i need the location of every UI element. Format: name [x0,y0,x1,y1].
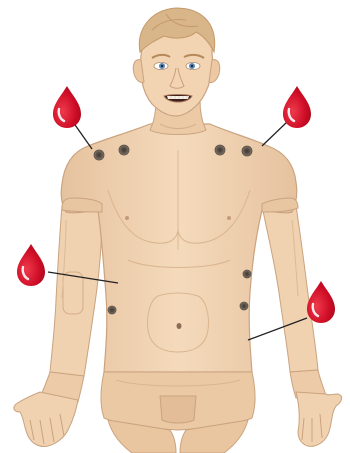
manikin-body [14,8,342,453]
blood-drop-icon [17,244,45,286]
port-right-shoulder [242,146,252,156]
left-nipple [125,216,129,220]
right-upper-arm [262,206,318,372]
port-right-side-upper [243,270,251,278]
left-hand [14,392,78,447]
port-left-clavicle [119,145,129,155]
right-nipple [227,216,231,220]
blood-drop-icon [53,86,81,128]
left-upper-arm [50,206,102,376]
right-hand [296,392,342,446]
leader-line-right-shoulder [262,122,287,146]
port-right-side-lower [240,302,248,310]
left-shoulder-joint [62,198,102,212]
right-eye [186,62,200,69]
port-left-shoulder [94,150,104,160]
blood-drop-icon [283,86,311,128]
left-eye [154,62,168,69]
port-left-side [108,306,116,314]
groin-panel [160,396,196,423]
navel [177,323,182,329]
blood-drop-icon [307,281,335,323]
port-right-clavicle [215,145,225,155]
leader-line-left-shoulder [73,122,92,149]
